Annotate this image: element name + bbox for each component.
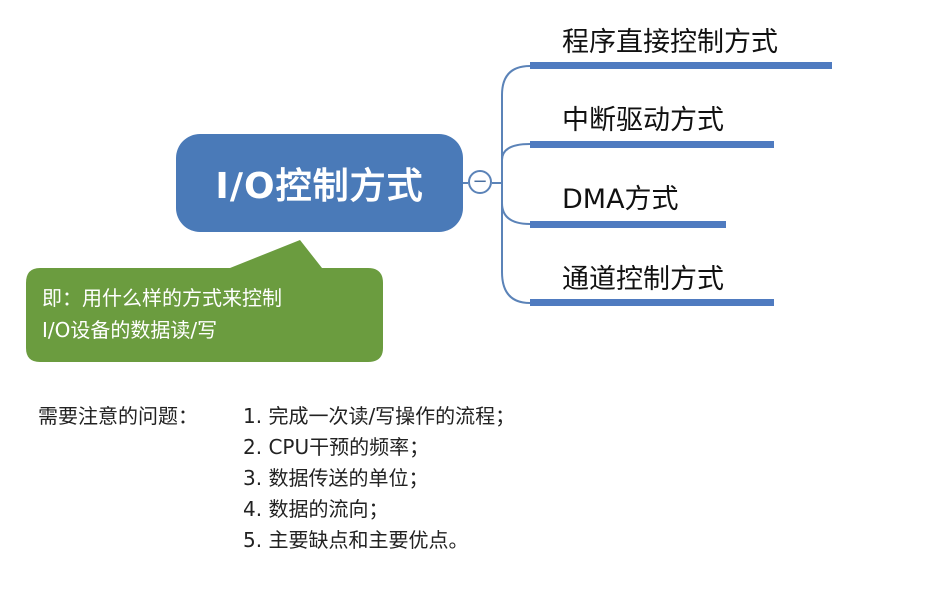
callout-note-text: 即：用什么样的方式来控制 I/O设备的数据读/写	[42, 286, 282, 342]
list-item: 5. 主要缺点和主要优点。	[243, 528, 469, 552]
branch-underline	[530, 299, 774, 306]
list-item: 1. 完成一次读/写操作的流程；	[243, 404, 516, 428]
branch-program-direct[interactable]: 程序直接控制方式	[562, 27, 778, 58]
branch-channel[interactable]: 通道控制方式	[562, 264, 724, 295]
list-item: 4. 数据的流向；	[243, 497, 389, 521]
root-node[interactable]: I/O控制方式	[176, 134, 463, 232]
branch-underline	[530, 62, 832, 69]
list-item: 3. 数据传送的单位；	[243, 466, 429, 490]
branch-underline	[530, 141, 774, 148]
notes-list: 1. 完成一次读/写操作的流程； 2. CPU干预的频率； 3. 数据传送的单位…	[243, 401, 515, 556]
notes-title: 需要注意的问题：	[38, 404, 198, 428]
list-item: 2. CPU干预的频率；	[243, 435, 430, 459]
collapse-toggle-icon[interactable]: −	[468, 170, 492, 194]
root-label: I/O控制方式	[215, 166, 424, 207]
branch-underline	[530, 221, 726, 228]
branch-interrupt[interactable]: 中断驱动方式	[562, 105, 724, 136]
branch-dma[interactable]: DMA方式	[562, 184, 679, 215]
